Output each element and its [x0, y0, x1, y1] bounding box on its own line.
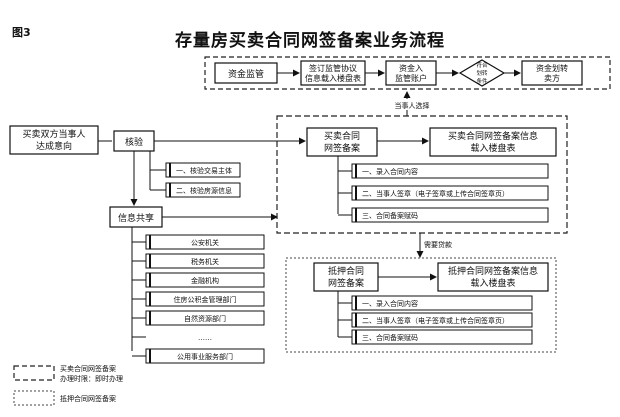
fund-supervision-text: 资金监管 — [228, 68, 264, 80]
agency-box — [145, 291, 265, 307]
agency-branches — [132, 241, 146, 357]
mortgage-result-node — [437, 262, 549, 292]
step-label: 一、录入合同内容 — [362, 167, 418, 176]
agency-box — [145, 348, 265, 364]
sale-contract-line1: 买卖合同 — [324, 130, 360, 142]
step-box — [351, 163, 549, 179]
step-box-mark — [355, 186, 357, 200]
party-choice-tag — [389, 99, 435, 110]
verify-text: 核验 — [125, 136, 143, 148]
agency-label: 住房公积金管理部门 — [174, 295, 237, 304]
deposit-line2: 监管账户 — [395, 73, 427, 83]
agency-box-mark — [149, 235, 151, 249]
agency-label: 公安机关 — [191, 238, 219, 247]
agency-label: 金融机构 — [191, 276, 219, 285]
verify-item-house — [165, 182, 241, 198]
step-label: 一、录入合同内容 — [362, 299, 418, 308]
legend-sale-swatch — [13, 365, 55, 381]
agency-label: 自然资源部门 — [184, 314, 226, 323]
start-line1: 买卖双方当事人 — [22, 128, 85, 140]
step-label: 二、当事人签章（电子签章或上传合同签章页） — [362, 316, 509, 325]
verify-item-house-text: 二、核验房源信息 — [176, 186, 232, 195]
step-label: 三、合同备案赋码 — [362, 211, 418, 220]
agency-box — [145, 272, 265, 288]
sale-contract-line2: 网签备案 — [324, 142, 360, 154]
page-title: 存量房买卖合同网签备案业务流程 — [175, 31, 445, 51]
step-box — [351, 329, 533, 345]
agency-box-mark — [149, 254, 151, 268]
agency-box-mark — [149, 273, 151, 287]
step-label: 二、当事人签章（电子签章或上传合同签章页） — [362, 189, 509, 198]
share-text: 信息共享 — [118, 212, 154, 224]
loan-label: 需要贷款 — [424, 240, 452, 249]
agency-box-mark — [149, 311, 151, 325]
step-label: 三、合同备案赋码 — [362, 333, 418, 342]
condition-line1: 符合 — [476, 61, 488, 69]
transfer-box — [521, 60, 583, 86]
condition-diamond — [458, 59, 506, 87]
step-box — [351, 185, 549, 201]
agency-label: …… — [198, 334, 212, 342]
sale-result-node — [429, 127, 557, 157]
agency-box — [145, 234, 265, 250]
sign-agreement-box — [300, 60, 366, 86]
agency-box — [145, 310, 265, 326]
step-box-mark — [355, 164, 357, 178]
figure-label: 图3 — [12, 26, 31, 39]
sign-agreement-line2: 信息载入楼盘表 — [305, 73, 361, 83]
start-line2: 达成意向 — [36, 140, 72, 152]
mortgage-contract-region — [285, 257, 557, 353]
verify-item-subject — [165, 162, 241, 178]
condition-line2: 划转 — [476, 69, 488, 77]
step-box — [351, 295, 533, 311]
sale-contract-node — [306, 127, 378, 157]
mortgage-result-line2: 载入楼盘表 — [470, 277, 515, 289]
transfer-line1: 资金划转 — [536, 63, 568, 73]
legend-sale-line2: 办理时限：即时办理 — [60, 374, 123, 383]
agency-box-mark — [149, 292, 151, 306]
party-choice-label: 当事人选择 — [395, 101, 430, 110]
mortgage-result-line1: 抵押合同网签备案信息 — [448, 265, 538, 277]
verify-item-subject-text: 一、核验交易主体 — [176, 166, 232, 175]
mortgage-contract-node — [313, 262, 379, 292]
step-box-mark — [355, 296, 357, 310]
step-box-mark — [355, 313, 357, 327]
sale-result-line2: 载入楼盘表 — [470, 142, 515, 154]
sale-result-line1: 买卖合同网签备案信息 — [448, 130, 538, 142]
start-node — [9, 125, 99, 155]
deposit-line1: 资金入 — [399, 63, 423, 73]
agency-box-mark — [149, 349, 151, 363]
legend-sale-line1: 买卖合同网签备案 — [60, 364, 116, 373]
step-box-mark — [355, 330, 357, 344]
sign-agreement-line1: 签订监管协议 — [309, 63, 357, 73]
agency-label: 税务机关 — [191, 257, 219, 266]
sale-contract-region — [276, 115, 568, 234]
transfer-line2: 卖方 — [544, 73, 560, 83]
step-box-mark — [355, 208, 357, 222]
supervision-region — [204, 56, 611, 90]
legend-mortgage-line1: 抵押合同网签备案 — [60, 394, 116, 403]
mortgage-contract-line2: 网签备案 — [328, 277, 364, 289]
agency-box — [145, 253, 265, 269]
step-box — [351, 207, 549, 223]
legend-mortgage-swatch — [13, 390, 55, 406]
deposit-box — [385, 60, 437, 86]
mortgage-contract-line1: 抵押合同 — [328, 265, 364, 277]
agency-label: 公用事业服务部门 — [177, 352, 233, 361]
condition-line3: 条件 — [476, 77, 488, 85]
step-box — [351, 312, 533, 328]
